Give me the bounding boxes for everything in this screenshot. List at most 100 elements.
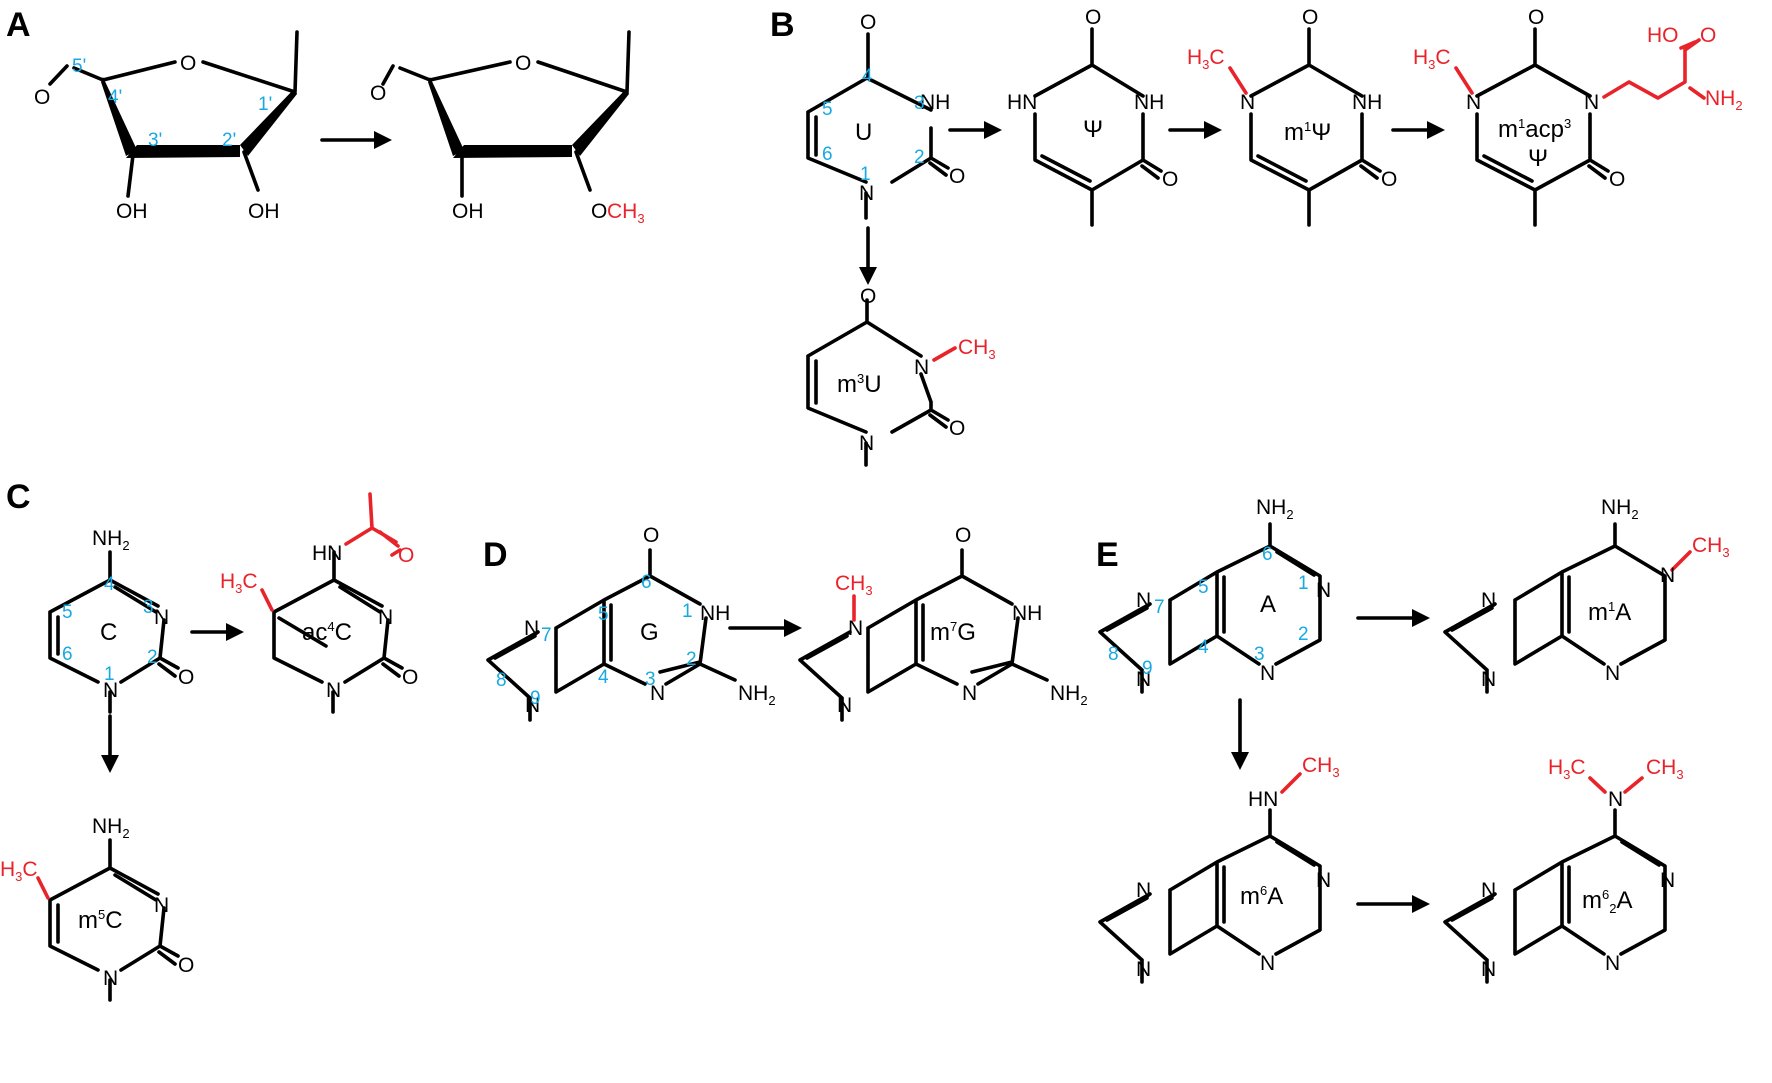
svg-text:N: N [1316, 579, 1331, 602]
svg-text:1: 1 [860, 164, 871, 185]
pos-5prime: 5' [72, 56, 86, 77]
svg-text:NH2: NH2 [1050, 682, 1088, 708]
svg-text:9: 9 [530, 688, 541, 709]
svg-text:Ψ: Ψ [1528, 145, 1548, 172]
panel-label-a: A [6, 6, 31, 44]
svg-text:O: O [1302, 6, 1318, 29]
label-a: A [1260, 591, 1276, 618]
svg-text:NH2: NH2 [1705, 87, 1743, 113]
svg-text:NH2: NH2 [92, 527, 130, 553]
ring-oxygen: O [180, 52, 196, 75]
svg-text:N: N [650, 682, 665, 705]
svg-text:HN: HN [1007, 91, 1037, 114]
hydroxyl-2prime: OH [248, 200, 280, 223]
svg-text:OH: OH [452, 200, 484, 223]
svg-text:HN: HN [312, 542, 342, 565]
ac4c-structure: HN O H3C N O N ac4C [220, 492, 418, 714]
label-u: U [855, 119, 872, 146]
svg-text:N: N [1136, 668, 1151, 691]
panel-label-e: E [1096, 536, 1119, 574]
hydroxyl-3prime: OH [116, 200, 148, 223]
svg-text:O: O [1162, 168, 1178, 191]
methyl-group: H3C [1187, 46, 1225, 72]
ribose-structure: O O OH OH 5' 4' 3' 2' 1' [34, 30, 299, 223]
svg-text:O: O [402, 666, 418, 689]
label-m1acp3psi: m1acp3 [1498, 116, 1571, 143]
svg-text:7: 7 [541, 625, 552, 646]
svg-text:N: N [154, 606, 169, 629]
svg-text:CH3: CH3 [958, 336, 996, 362]
svg-text:N: N [1660, 564, 1675, 587]
methyl-group: CH3 [607, 200, 645, 226]
svg-text:N: N [1481, 668, 1496, 691]
svg-text:N: N [1260, 952, 1275, 975]
svg-text:N: N [848, 617, 863, 640]
svg-text:N: N [1316, 869, 1331, 892]
svg-text:3: 3 [645, 669, 656, 690]
svg-text:4: 4 [1198, 637, 1209, 658]
svg-text:8: 8 [1108, 644, 1119, 665]
svg-text:O: O [591, 200, 607, 223]
svg-text:6: 6 [641, 572, 652, 593]
svg-text:N: N [859, 432, 874, 455]
svg-text:N: N [859, 182, 874, 205]
svg-text:N: N [1584, 91, 1599, 114]
svg-text:H3C: H3C [220, 570, 258, 596]
svg-text:H3C: H3C [1413, 46, 1451, 72]
svg-text:5: 5 [1198, 577, 1209, 598]
pos-4prime: 4' [108, 87, 122, 108]
m7g-structure: CH3 O N NH N N NH2 m7G [798, 524, 1088, 722]
svg-text:N: N [1136, 589, 1151, 612]
svg-text:NH2: NH2 [92, 815, 130, 841]
svg-text:O: O [178, 666, 194, 689]
svg-text:4: 4 [598, 667, 609, 688]
m3-uridine-structure: CH3 O N O N m3U [806, 285, 996, 467]
label-m1a: m1A [1588, 599, 1631, 626]
label-m3u: m3U [837, 371, 882, 398]
svg-text:O: O [515, 52, 531, 75]
svg-text:CH3: CH3 [835, 572, 873, 598]
label-m62a: m62A [1582, 887, 1632, 916]
svg-text:NH: NH [1012, 602, 1042, 625]
svg-text:O: O [398, 544, 414, 567]
svg-text:N: N [103, 679, 118, 702]
svg-text:N: N [1660, 869, 1675, 892]
svg-text:N: N [154, 894, 169, 917]
label-m6a: m6A [1240, 883, 1283, 910]
svg-text:CH3: CH3 [1692, 534, 1730, 560]
svg-text:6: 6 [822, 144, 833, 165]
svg-text:NH: NH [1352, 91, 1382, 114]
svg-text:NH: NH [1134, 91, 1164, 114]
svg-text:CH3: CH3 [1646, 756, 1684, 782]
m1-pseudouridine-structure: H3C O N NH O m1Ψ [1187, 6, 1397, 227]
svg-text:H3C: H3C [1548, 756, 1586, 782]
svg-text:3: 3 [1254, 644, 1265, 665]
m1-acp3-pseudouridine-structure: H3C HO O NH2 O N N O m1acp3 Ψ [1413, 6, 1743, 227]
svg-text:O: O [178, 954, 194, 977]
label-m5c: m5C [78, 907, 123, 934]
svg-text:N: N [1481, 879, 1496, 902]
svg-text:O: O [1085, 6, 1101, 29]
svg-text:4: 4 [104, 574, 115, 595]
svg-text:NH2: NH2 [738, 682, 776, 708]
oxygen-5prime: O [34, 86, 50, 109]
cytidine-structure: NH2 N O N C 4 3 2 1 6 5 [48, 527, 194, 714]
pos-2prime: 2' [222, 130, 236, 151]
svg-text:7: 7 [1154, 597, 1165, 618]
svg-text:N: N [1136, 879, 1151, 902]
m6a-structure: CH3 HN N N N N m6A [1098, 754, 1340, 984]
svg-text:N: N [326, 679, 341, 702]
svg-text:N: N [1605, 662, 1620, 685]
svg-text:5: 5 [62, 602, 73, 623]
svg-text:NH2: NH2 [1256, 496, 1294, 522]
svg-text:O: O [1700, 24, 1716, 47]
svg-text:CH3: CH3 [1302, 754, 1340, 780]
svg-text:2: 2 [914, 147, 925, 168]
svg-text:N: N [1608, 788, 1623, 811]
svg-text:N: N [1605, 952, 1620, 975]
svg-text:O: O [1528, 6, 1544, 29]
guanosine-structure: O N NH N N NH2 G 6 1 2 3 4 5 7 8 9 [486, 524, 776, 722]
panel-label-c: C [6, 478, 31, 516]
svg-text:N: N [1240, 91, 1255, 114]
